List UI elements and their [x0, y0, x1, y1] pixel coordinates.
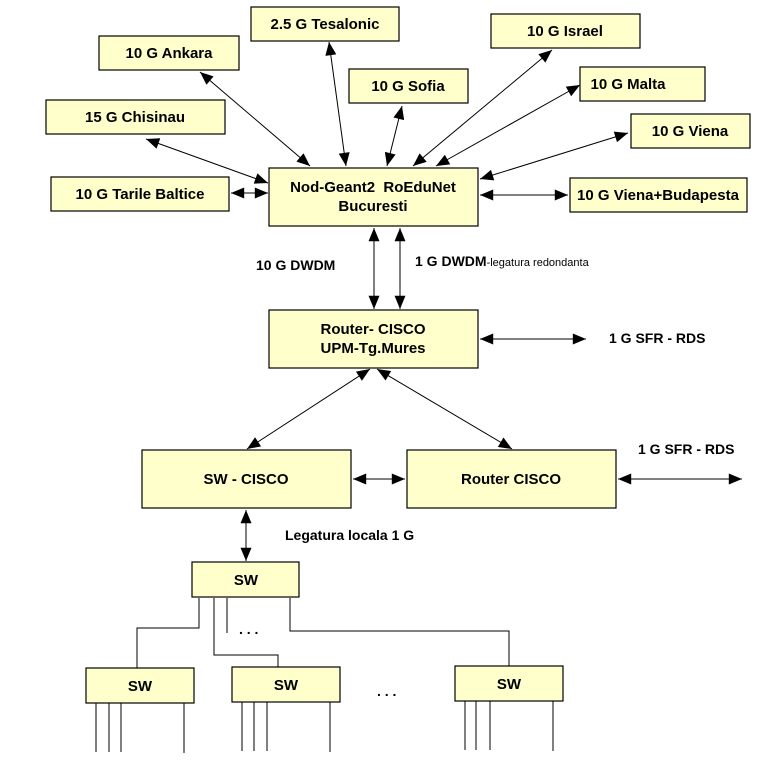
node-sw-2: SW — [231, 666, 341, 703]
tree-line-sw2 — [213, 598, 279, 667]
node-label: 10 G Malta — [590, 76, 666, 93]
node-tesalonic: 2.5 G Tesalonic — [250, 6, 400, 42]
link-tesalonic — [325, 41, 350, 167]
node-label: 10 G Ankara — [126, 45, 214, 62]
node-label: 10 G Sofia — [371, 78, 445, 95]
label-sfr-rds-2: 1 G SFR - RDS — [638, 441, 734, 457]
link-viena — [479, 131, 629, 181]
node-label: UPM-Tg.Mures — [321, 340, 426, 357]
node-sw-3: SW — [454, 665, 564, 702]
node-label: SW — [274, 677, 299, 694]
node-label: Nod-Geant2 RoEduNet — [290, 179, 456, 196]
link-israel — [412, 49, 553, 167]
tree-line-sw1 — [136, 598, 200, 668]
node-sw-top: SW — [191, 561, 300, 598]
node-label: 10 G Israel — [527, 23, 603, 40]
node-sw-cisco: SW - CISCO — [141, 449, 352, 509]
node-router-upm: Router- CISCO UPM-Tg.Mures — [268, 309, 479, 369]
label-dwdm-1g-main: 1 G DWDM — [415, 253, 487, 269]
link-upm-router-cisco — [376, 368, 513, 450]
node-chisinau: 15 G Chisinau — [45, 99, 226, 135]
node-sw-1: SW — [85, 667, 195, 704]
node-label: Bucuresti — [338, 198, 407, 215]
node-ankara: 10 G Ankara — [98, 35, 240, 71]
node-israel: 10 G Israel — [490, 13, 641, 49]
link-upm-sw-cisco — [246, 368, 371, 450]
ellipsis-bottom: . . . — [377, 683, 396, 699]
node-router-cisco: Router CISCO — [406, 449, 617, 509]
node-label: 2.5 G Tesalonic — [271, 16, 380, 33]
link-ankara — [199, 71, 311, 167]
node-label: Router- CISCO — [321, 321, 426, 338]
node-label: 10 G Tarile Baltice — [76, 186, 205, 203]
ellipsis-top: . . . — [239, 621, 258, 637]
node-viena-budapesta: 10 G Viena+Budapesta — [569, 177, 748, 213]
label-sfr-rds-1: 1 G SFR - RDS — [609, 330, 705, 346]
node-label: Router CISCO — [461, 471, 561, 488]
switch-tree-lines — [95, 598, 554, 753]
label-dwdm-10g: 10 G DWDM — [256, 257, 335, 273]
node-malta: 10 G Malta — [579, 66, 706, 102]
node-label: 10 G Viena+Budapesta — [577, 187, 740, 204]
node-label: 10 G Viena — [652, 123, 729, 140]
link-malta — [435, 84, 581, 167]
link-sofia — [384, 105, 405, 167]
node-label: SW — [497, 676, 522, 693]
tree-line-sw3 — [289, 598, 510, 666]
node-label: SW - CISCO — [204, 471, 289, 488]
node-label: SW — [234, 572, 259, 589]
node-sofia: 10 G Sofia — [348, 68, 469, 104]
connections — [145, 41, 742, 561]
label-dwdm-1g: 1 G DWDM-legatura redondanta — [415, 253, 590, 269]
label-local-link: Legatura locala 1 G — [285, 527, 414, 543]
label-dwdm-1g-note: -legatura redondanta — [487, 257, 590, 269]
node-central-bucuresti: Nod-Geant2 RoEduNet Bucuresti — [268, 167, 479, 227]
node-label: SW — [128, 678, 153, 695]
node-tarile-baltice: 10 G Tarile Baltice — [50, 176, 230, 212]
link-chisinau — [145, 138, 269, 184]
node-label: 15 G Chisinau — [85, 109, 185, 126]
node-viena: 10 G Viena — [630, 113, 751, 149]
